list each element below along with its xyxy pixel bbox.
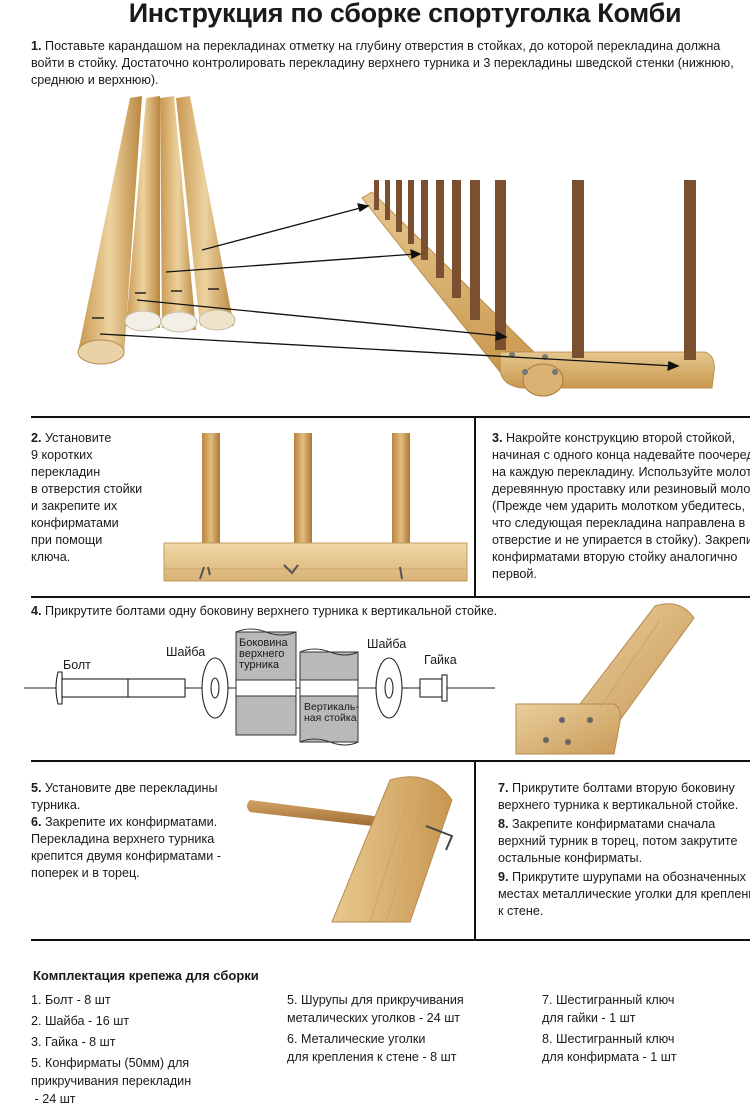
loose-rungs <box>77 96 236 365</box>
side-plank-drawing <box>235 628 297 736</box>
step-3-line: первой. <box>492 567 537 581</box>
kit-item: для крепления к стене - 8 шт <box>287 1050 457 1064</box>
step-3-line: деревянную проставку или резиновый молот… <box>492 482 750 496</box>
divider-v-1 <box>474 416 476 596</box>
step-6-line: поперек и в торец. <box>31 866 140 880</box>
label-washer-right: Шайба <box>367 637 407 651</box>
step-5-6-illustration <box>247 776 454 923</box>
step-9-line: к стене. <box>498 904 544 918</box>
step-3-line: (Прежде чем ударить молотком убедитесь, <box>492 499 745 513</box>
step-9-number: 9. <box>498 870 509 884</box>
post-with-rungs <box>361 180 715 397</box>
step-2-line: и закрепите их <box>31 499 118 513</box>
label-vertical-post: Вертикаль- ная стойка <box>304 702 359 724</box>
step-4-text: 4. Прикрутите болтами одну боковину верх… <box>31 603 731 620</box>
step-5-number: 5. <box>31 781 42 795</box>
label-side-line: турника <box>239 659 280 671</box>
step-7-line: Прикрутите болтами вторую боковину <box>512 781 735 795</box>
step-2-line: перекладин <box>31 465 101 479</box>
step-6-number: 6. <box>31 815 42 829</box>
washer-right-drawing <box>375 657 403 719</box>
kit-item: 7. Шестигранный ключ <box>542 993 675 1007</box>
kit-column-2: 5. Шурупы для прикручивания металических… <box>287 991 527 1066</box>
divider-1 <box>31 416 750 418</box>
label-nut: Гайка <box>424 653 457 667</box>
divider-2 <box>31 596 750 598</box>
step-1-number: 1. <box>31 39 42 53</box>
step-3-text: 3. Накройте конструкцию второй стойкой, … <box>492 430 750 583</box>
step-3-number: 3. <box>492 431 503 445</box>
step-3-line: начиная с одного конца надевайте поочере… <box>492 448 750 462</box>
kit-item: 2. Шайба - 16 шт <box>31 1014 130 1028</box>
step-1-instruction: Поставьте карандашом на перекладинах отм… <box>31 39 734 87</box>
kit-item: металических уголков - 24 шт <box>287 1011 461 1025</box>
divider-4 <box>31 939 750 941</box>
label-side-plank: Боковина верхнего турника <box>239 638 288 671</box>
kit-item: прикручивания перекладин <box>31 1074 192 1088</box>
step-2-line: при помощи <box>31 533 103 547</box>
bolt-drawing <box>55 671 186 705</box>
step-3-line: на каждую перекладину. Используйте молот… <box>492 465 750 479</box>
step-2-number: 2. <box>31 431 42 445</box>
page-title: Инструкция по сборке спортуголка Комби <box>128 0 682 28</box>
step-7-number: 7. <box>498 781 509 795</box>
kit-item: для гайки - 1 шт <box>542 1011 636 1025</box>
label-washer-left: Шайба <box>166 645 206 659</box>
kit-item: 8. Шестигранный ключ <box>542 1032 675 1046</box>
kit-item: - 24 шт <box>31 1092 76 1106</box>
step-6-line: крепится двумя конфирматами - <box>31 849 221 863</box>
kit-item: 5. Шурупы для прикручивания <box>287 993 464 1007</box>
washer-left-drawing <box>201 657 229 719</box>
kit-column-3: 7. Шестигранный ключ для гайки - 1 шт 8.… <box>542 991 750 1066</box>
kit-item: 1. Болт - 8 шт <box>31 993 111 1007</box>
kit-item: 5. Конфирматы (50мм) для <box>31 1056 190 1070</box>
label-post-line: ная стойка <box>304 712 357 724</box>
label-side-line: верхнего <box>239 648 285 660</box>
label-side-line: Боковина <box>239 637 288 649</box>
kit-column-1: 1. Болт - 8 шт 2. Шайба - 16 шт 3. Гайка… <box>31 991 261 1108</box>
step-5-line: турника. <box>31 798 81 812</box>
step-8-line: верхний турник в торец, потом закрутите <box>498 834 738 848</box>
step-8-line: остальные конфирматы. <box>498 851 643 865</box>
step-4-side-bracket-illustration <box>515 603 695 755</box>
step-9-line: местах металлические уголки для креплени… <box>498 887 750 901</box>
step-2-line: конфирматами <box>31 516 119 530</box>
nut-drawing <box>419 674 448 702</box>
step-7-line: верхнего турника к вертикальной стойке. <box>498 798 739 812</box>
step-2-line: 9 коротких <box>31 448 93 462</box>
step-2-line: в отверстия стойки <box>31 482 143 496</box>
kit-item: 3. Гайка - 8 шт <box>31 1035 116 1049</box>
label-post-line: Вертикаль- <box>304 701 359 713</box>
step-4-number: 4. <box>31 604 42 618</box>
step-1-text: 1. Поставьте карандашом на перекладинах … <box>31 38 750 89</box>
step-2-line: ключа. <box>31 550 71 564</box>
step-3-line: конфирматами вторую стойку аналогично <box>492 550 738 564</box>
step-3-line: что следующая перекладина направлена в <box>492 516 746 530</box>
step-4-bolt-diagram <box>24 628 495 746</box>
label-bolt: Болт <box>63 658 91 672</box>
step-6-line: Перекладина верхнего турника <box>31 832 215 846</box>
step-2-line: Установите <box>45 431 112 445</box>
step-8-number: 8. <box>498 817 509 831</box>
step-1-illustration <box>77 96 715 397</box>
step-5-6-text: 5. Установите две перекладины турника. 6… <box>31 780 246 882</box>
divider-v-2 <box>474 760 476 940</box>
step-3-line: Накройте конструкцию второй стойкой, <box>506 431 736 445</box>
step-2-text: 2. Установите 9 коротких перекладин в от… <box>31 430 171 566</box>
step-7-9-text: 7. Прикрутите болтами вторую боковину ве… <box>498 780 750 920</box>
step-8-line: Закрепите конфирматами сначала <box>512 817 716 831</box>
kit-item: для конфирмата - 1 шт <box>542 1050 677 1064</box>
arrows <box>99 203 680 372</box>
step-2-illustration <box>163 433 468 582</box>
step-4-instruction: Прикрутите болтами одну боковину верхнег… <box>45 604 498 618</box>
vertical-post-drawing <box>299 648 359 746</box>
step-3-line: отверстие и не упирается в стойку). Закр… <box>492 533 750 547</box>
step-5-line: Установите две перекладины <box>45 781 218 795</box>
step-9-line: Прикрутите шурупами на обозначенных <box>512 870 746 884</box>
divider-3 <box>31 760 750 762</box>
kit-item: 6. Металические уголки <box>287 1032 426 1046</box>
kit-title: Комплектация крепежа для сборки <box>33 968 259 983</box>
step-6-line: Закрепите их конфирматами. <box>45 815 218 829</box>
